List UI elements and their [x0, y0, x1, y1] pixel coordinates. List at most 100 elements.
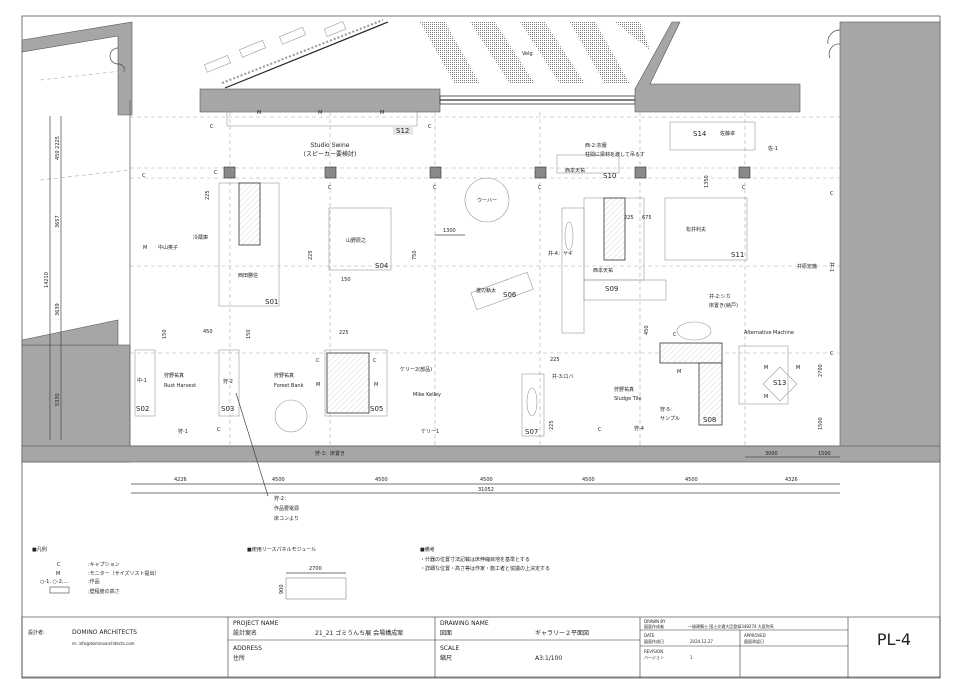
dim-left-b: 3639	[55, 303, 61, 316]
work-i-2-note: 床置き(納戸)	[709, 302, 738, 309]
drawing-name: ギャラリー２平面図	[535, 630, 589, 637]
dim-450: 450	[203, 329, 213, 335]
artist-kano-b: 狩野祐真	[274, 372, 294, 379]
dim-1500: 1500	[818, 417, 824, 430]
dim-225: 225	[624, 215, 634, 221]
dim-total: 31052	[478, 487, 494, 493]
caption-mark: C	[214, 170, 218, 176]
work-nishi-2: 西-2:衣服	[585, 142, 607, 149]
legend-desc: :キャプション	[88, 562, 120, 568]
sheet-frame	[21, 15, 941, 679]
notes-line: ・詳細な位置・高さ等は作家・施工者と協議の上決定する	[420, 565, 550, 572]
booth-tag-s07: S07	[525, 428, 538, 436]
title-block: 設計者: DOMINO ARCHITECTS m: info@dominoarc…	[21, 616, 941, 678]
caption-mark: C	[538, 185, 542, 191]
drawing-name-jp: 図面	[440, 630, 452, 637]
legend-title: ■凡例	[32, 546, 47, 553]
booth-tag-s13: S13	[773, 379, 786, 387]
monitor-mark: M	[257, 110, 261, 116]
work-kelley-1: ケリー1	[421, 428, 439, 435]
project-name-label: PROJECT NAME	[233, 620, 279, 627]
booth-tag-s14: S14	[693, 130, 707, 138]
sheet-number: PL-4	[877, 630, 911, 649]
caption-mark: C	[373, 358, 377, 364]
scale-label: SCALE	[440, 645, 459, 652]
dim-1500: 1500	[818, 451, 831, 457]
caption-mark: C	[673, 332, 677, 338]
dim-left-c: 5330	[55, 393, 61, 406]
bottom-dimensions: 4226 4500 4500 4500 4500 4500 4326 31052	[131, 477, 840, 494]
artist-nishimoto-s10: 西本天祐	[565, 167, 585, 174]
revision-jp: バージョン	[644, 655, 664, 660]
firm-name: DOMINO ARCHITECTS	[72, 629, 137, 636]
booth-tag-s03: S03	[221, 405, 234, 413]
artist-watanabe: 渡辺執太	[476, 287, 496, 294]
panel-module: ■使用リースパネルモジュール 2700 900	[247, 546, 347, 600]
dim-225: 225	[339, 330, 349, 336]
velg-area: Velg	[109, 19, 841, 89]
caption-mark: C	[433, 185, 437, 191]
dim-bottom: 4500	[375, 477, 388, 483]
dim-1350: 1350	[704, 175, 710, 188]
monitor-mark: M	[316, 382, 320, 388]
monitor-mark: M	[143, 245, 147, 251]
left-dimensions: 450 2225 3657 14210 3639 5330	[44, 116, 62, 440]
legend-symbol: C	[57, 562, 61, 568]
booth-tag-s08: S08	[703, 416, 716, 424]
kari-2-note-1: 狩-2：	[274, 495, 289, 502]
dim-bottom: 4500	[272, 477, 285, 483]
monitor-mark: M	[796, 365, 800, 371]
approved-label: APPROVED	[744, 633, 766, 638]
drawing-name-label: DRAWING NAME	[440, 620, 489, 627]
notes-line: ・什器の位置寸法記載は床伸縮目地を基準とする	[420, 556, 530, 563]
refrigerator-label: 冷蔵庫	[193, 234, 208, 241]
dim-2700: 2700	[818, 364, 824, 377]
work-naka-1: 中-1	[137, 377, 147, 384]
booth-tag-s12: S12	[396, 127, 409, 135]
monitor-mark: M	[380, 110, 384, 116]
dim-bottom: 4226	[174, 477, 187, 483]
artist-mike-kelley: Mike Kelley	[413, 392, 441, 398]
work-i-1: 井-1	[828, 262, 835, 272]
dim-bottom: 4326	[785, 477, 798, 483]
caption-mark: C	[217, 427, 221, 433]
caption-mark: C	[830, 191, 834, 197]
work-sludge-tile: Sludge Tile	[614, 396, 642, 402]
address-label: ADDRESS	[233, 645, 262, 652]
address-jp: 住所	[233, 654, 245, 662]
legend-symbol: ○-1, ○-2,…	[40, 579, 68, 585]
booth-tag-s10: S10	[603, 172, 616, 180]
revision-label: REVISION	[644, 649, 663, 654]
artist-alternative-machine: Alternative Machine	[744, 330, 794, 336]
monitor-mark: M	[764, 365, 768, 371]
uber-label: ウーバー	[477, 197, 497, 204]
notes-title: ■備考	[420, 546, 435, 553]
panel-module-title: ■使用リースパネルモジュール	[247, 546, 316, 553]
approved-jp: 図面承認日	[744, 638, 764, 644]
panel-width: 2700	[309, 566, 322, 572]
dim-225: 225	[549, 420, 555, 430]
studio-swine-note: (スピーカー要検討)	[304, 150, 357, 158]
designer-label: 設計者:	[28, 629, 45, 636]
caption-mark: C	[428, 124, 432, 130]
artist-nishida: 西田勝信	[238, 272, 258, 279]
notes: ■備考 ・什器の位置寸法記載は床伸縮目地を基準とする ・詳細な位置・高さ等は作家…	[420, 546, 550, 572]
booth-tag-s05: S05	[370, 405, 383, 413]
dim-bottom: 4500	[582, 477, 595, 483]
drawn-by: 一級建築士 国土交通大臣登録348274 大庭弥亮	[688, 623, 774, 629]
columns	[223, 166, 751, 179]
booth-tag-s02: S02	[136, 405, 149, 413]
monitor-mark: M	[677, 369, 681, 375]
work-kari-3: 狩-3：床置き	[315, 450, 345, 457]
legend-desc: :モニター（サイズリスト提出）	[88, 570, 160, 577]
caption-mark: C	[598, 427, 602, 433]
caption-mark: C	[742, 185, 746, 191]
firm-email: m: info@dominoarchitects.com	[72, 641, 135, 646]
dim-bottom: 4500	[685, 477, 698, 483]
booth-tag-s06: S06	[503, 291, 517, 299]
caption-mark: C	[210, 124, 214, 130]
artist-nishimoto-s09: 西本天祐	[593, 267, 613, 274]
artist-kano-c: 狩野祐真	[614, 386, 634, 393]
artist-kano-a: 狩野祐真	[164, 372, 184, 379]
